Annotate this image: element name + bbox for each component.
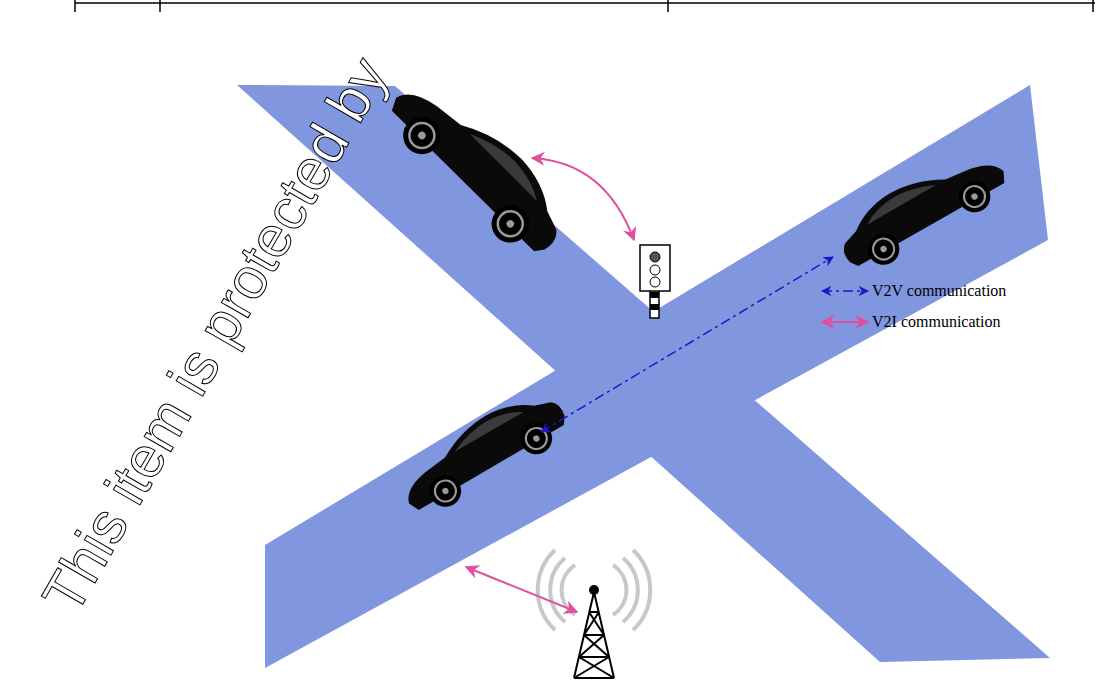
legend-line-sample (822, 321, 868, 323)
v2i-arrow (532, 158, 634, 240)
car (390, 381, 576, 523)
car (377, 66, 579, 268)
road (265, 85, 1048, 668)
cell-tower (538, 550, 651, 678)
legend-label: V2V communication (872, 282, 1006, 300)
car (829, 139, 1015, 281)
legend-label: V2I communication (872, 313, 1000, 331)
v2v-arrow (541, 257, 833, 432)
traffic-light (640, 245, 670, 318)
table-border (75, 0, 1095, 12)
v2i-arrow (466, 567, 577, 612)
legend-line-sample (822, 290, 868, 292)
